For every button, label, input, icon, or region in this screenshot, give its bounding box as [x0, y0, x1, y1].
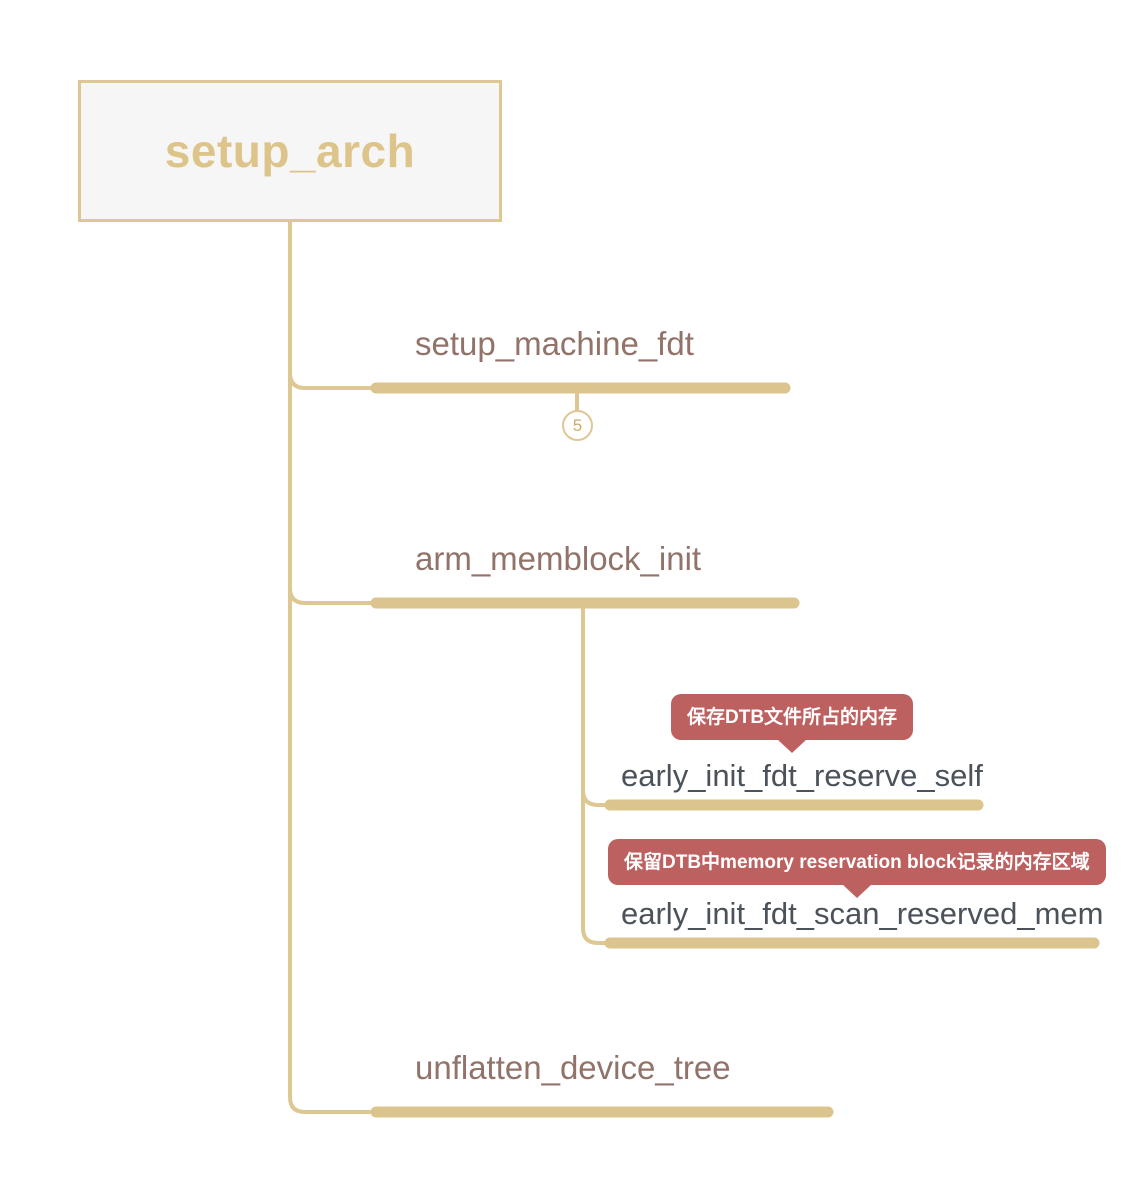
node-setup-machine-fdt[interactable]: setup_machine_fdt	[415, 325, 694, 362]
branch-root-to-unflatten-device-tree	[288, 220, 374, 1114]
note-tail-icon	[841, 884, 872, 898]
branch-memblock-to-reserve-self	[581, 605, 610, 807]
node-early-init-fdt-scan-reserved-mem[interactable]: early_init_fdt_scan_reserved_mem	[621, 896, 1104, 931]
root-node-setup-arch[interactable]: setup_arch	[78, 80, 502, 222]
branch-root-to-setup-machine-fdt	[288, 220, 374, 390]
branch-memblock-to-scan-reserved-mem	[581, 605, 610, 945]
collapsed-count-badge-setup-machine-fdt[interactable]: 5	[562, 410, 593, 441]
note-bubble-text: 保留DTB中memory reservation block记录的内存区域	[624, 851, 1090, 873]
note-bubble-early-init-fdt-scan-reserved-mem[interactable]: 保留DTB中memory reservation block记录的内存区域	[608, 839, 1106, 898]
branch-root-to-arm-memblock-init	[288, 220, 374, 605]
root-node-label: setup_arch	[164, 125, 416, 177]
note-tail-icon	[777, 739, 808, 753]
node-early-init-fdt-reserve-self[interactable]: early_init_fdt_reserve_self	[621, 758, 983, 793]
node-arm-memblock-init[interactable]: arm_memblock_init	[415, 540, 702, 577]
note-bubble-early-init-fdt-reserve-self[interactable]: 保存DTB文件所占的内存	[671, 694, 914, 753]
node-unflatten-device-tree[interactable]: unflatten_device_tree	[415, 1049, 731, 1086]
note-bubble-text: 保存DTB文件所占的内存	[687, 706, 898, 728]
